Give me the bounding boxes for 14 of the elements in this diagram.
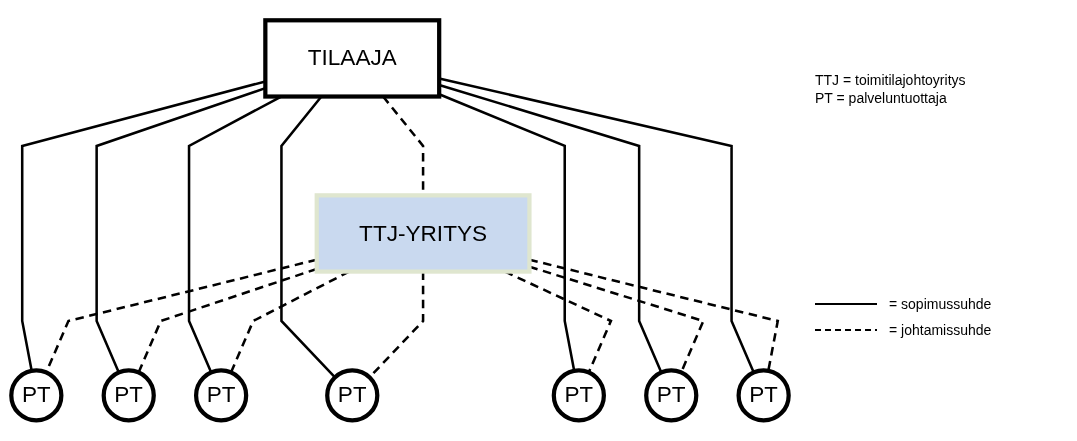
legend-text: = sopimussuhde xyxy=(889,296,992,312)
abbreviation-note: TTJ = toimitilajohtoyritys xyxy=(815,72,967,88)
legend-text: = johtamissuhde xyxy=(889,322,992,338)
node-circle: PT xyxy=(644,368,699,423)
node-circle: PT xyxy=(551,368,606,423)
node-circle: PT xyxy=(194,368,249,423)
node-circle: PT xyxy=(101,368,156,423)
abbreviation-note: PT = palveluntuottaja xyxy=(815,90,948,106)
connector xyxy=(529,258,780,372)
node-circle: PT xyxy=(325,368,380,423)
node-circle: PT xyxy=(736,368,791,423)
node-circle: PT xyxy=(9,368,64,423)
node-box: TTJ-YRITYS xyxy=(314,193,532,274)
node-box: TILAAJA xyxy=(263,18,442,99)
